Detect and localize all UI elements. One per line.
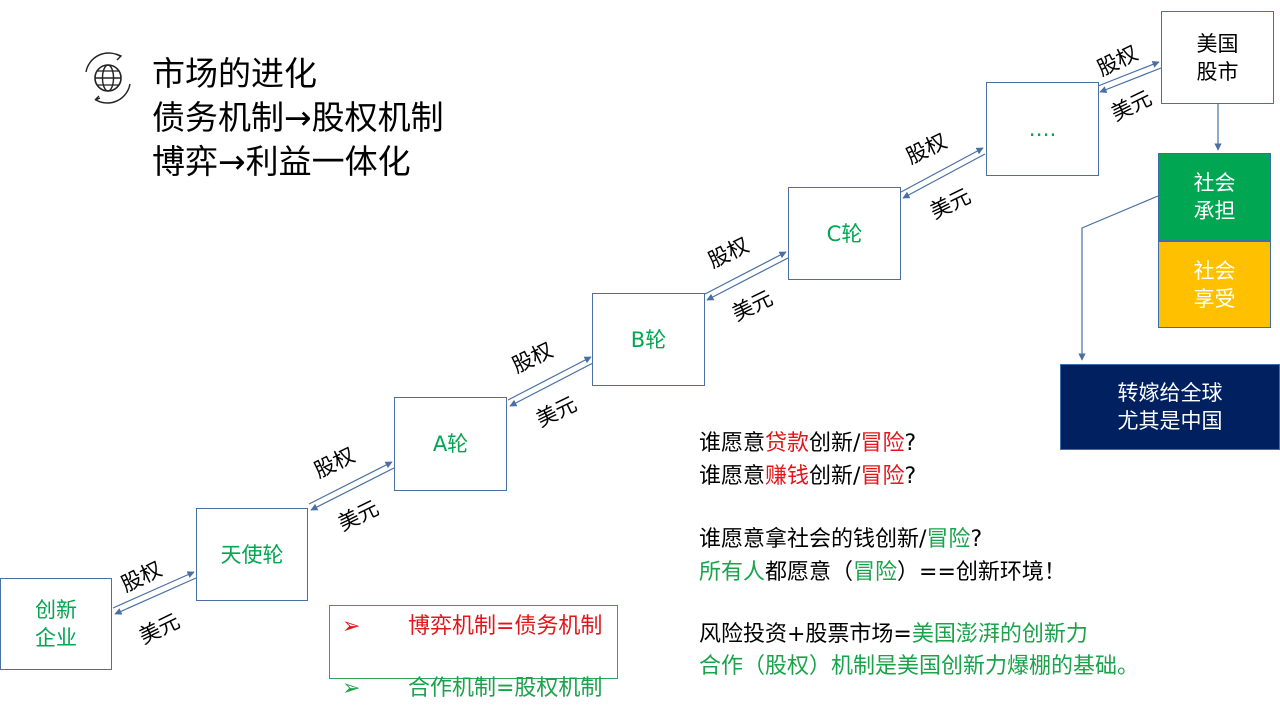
stage-c: C轮 xyxy=(788,187,901,280)
page-title: 市场的进化 债务机制→股权机制 博弈→利益一体化 xyxy=(152,52,444,184)
question-loan: 谁愿意贷款创新/冒险? xyxy=(699,431,917,456)
title-line-2: 债务机制→股权机制 xyxy=(152,98,444,137)
stage-angel: 天使轮 xyxy=(196,508,308,601)
society-enjoy-box: 社会 享受 xyxy=(1158,241,1271,328)
stage-startup: 创新 企业 xyxy=(0,578,112,670)
question-society-money: 谁愿意拿社会的钱创新/冒险? xyxy=(699,527,983,552)
title-line-1: 市场的进化 xyxy=(152,54,317,93)
transfer-arrow xyxy=(1078,195,1159,361)
equity-dollar-arrows xyxy=(112,61,1162,615)
arrow-bullet-icon: ➢ xyxy=(342,676,361,701)
conclusion-venture: 风险投资+股票市场=美国澎湃的创新力 xyxy=(699,622,1088,647)
stage-more: …. xyxy=(986,82,1099,176)
society-bear-box: 社会 承担 xyxy=(1158,153,1271,241)
arrow-bullet-icon: ➢ xyxy=(342,614,361,639)
mechanism-box: ➢ 博弈机制=债务机制 ➢ 合作机制=股权机制 xyxy=(329,605,618,701)
stage-us-stock-market: 美国 股市 xyxy=(1161,11,1274,104)
question-profit: 谁愿意赚钱创新/冒险? xyxy=(699,464,917,489)
title-line-3: 博弈→利益一体化 xyxy=(152,142,411,181)
stage-b: B轮 xyxy=(592,293,705,386)
stage-a: A轮 xyxy=(394,397,507,491)
conclusion-cooperation: 合作（股权）机制是美国创新力爆棚的基础。 xyxy=(699,654,1140,679)
answer-everyone: 所有人都愿意（冒险）==创新环境！ xyxy=(699,560,1066,585)
transfer-global-box: 转嫁给全球 尤其是中国 xyxy=(1060,364,1280,450)
globe-cycle-icon xyxy=(80,52,136,104)
